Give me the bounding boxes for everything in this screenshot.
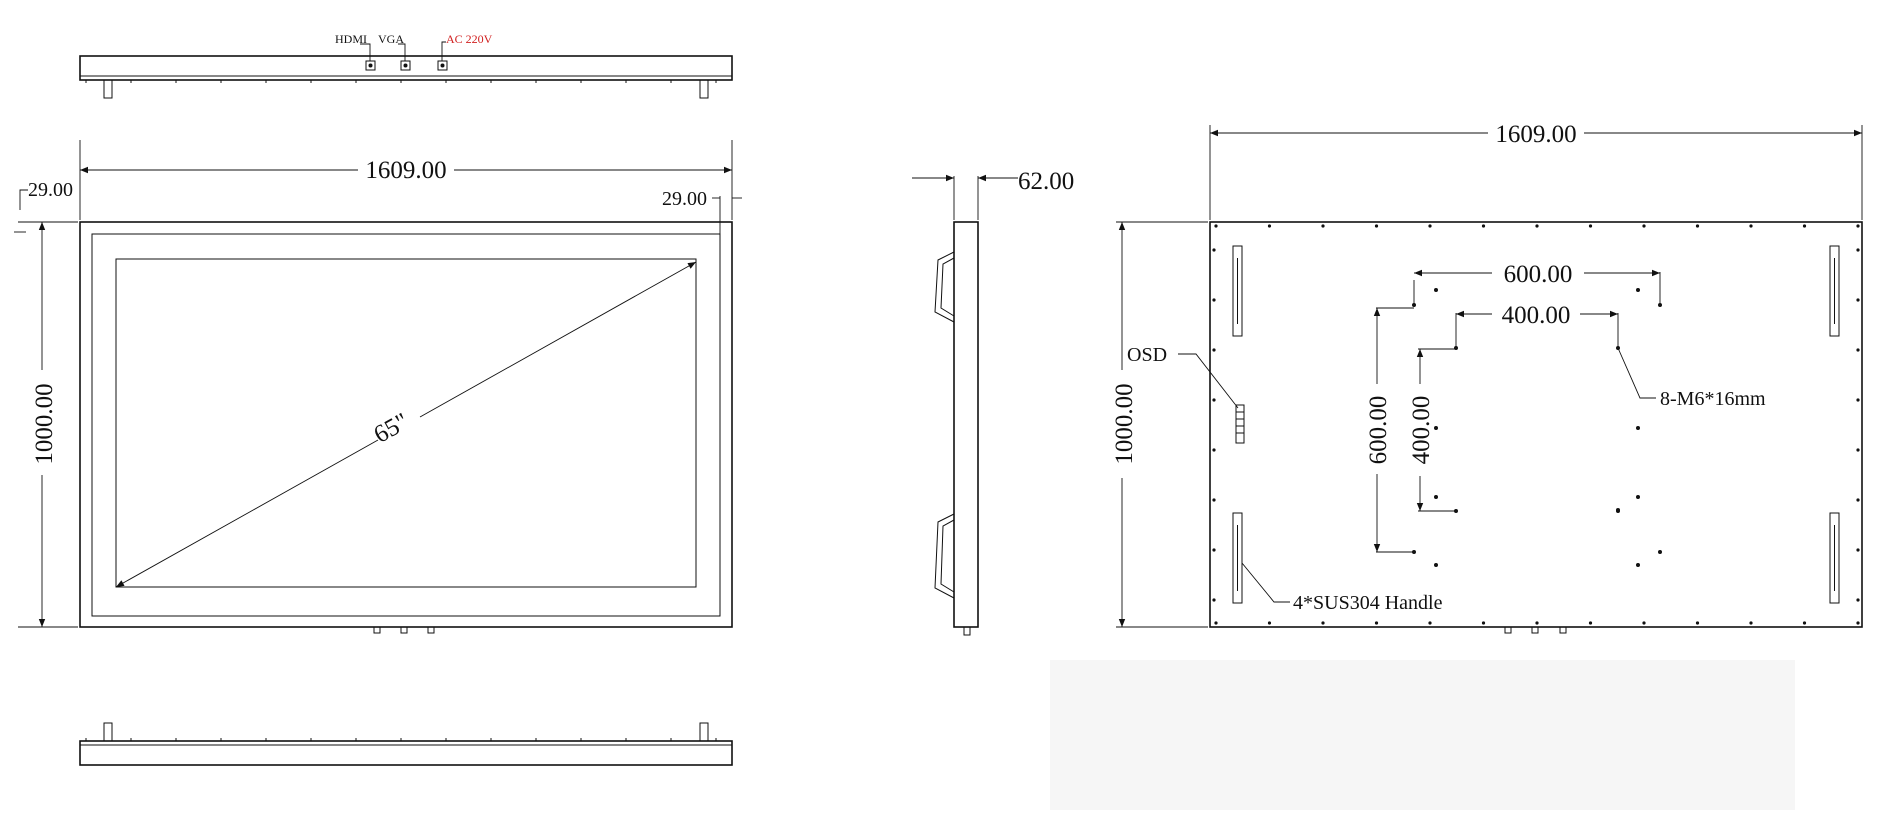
depth-label: 62.00 [1018, 168, 1074, 195]
perimeter-screw-hole [1535, 621, 1539, 625]
perimeter-screw-hole [1481, 224, 1486, 228]
top-view: HDMI VGA AC 220V [79, 32, 733, 99]
vesa-mount-hole [1434, 426, 1438, 430]
handle-bottom-right [1829, 512, 1840, 604]
ac-220v-label: AC 220V [446, 32, 493, 46]
perimeter-screw-hole [1321, 621, 1325, 625]
background-smudge [1050, 660, 1795, 810]
perimeter-screw-hole [1212, 298, 1216, 302]
perimeter-screw-hole [1856, 398, 1860, 402]
perimeter-screw-hole [1856, 248, 1860, 252]
perimeter-screw-hole [1374, 621, 1379, 625]
perimeter-screw-hole [1802, 621, 1807, 625]
vesa-inner-height-label: 400.00 [1408, 396, 1435, 465]
bottom-view [79, 722, 733, 766]
perimeter-screw-hole [1588, 224, 1593, 228]
perimeter-screw-hole [1535, 224, 1539, 228]
vesa-mount-hole [1616, 346, 1620, 350]
perimeter-screw-hole [1428, 224, 1432, 228]
perimeter-screw-hole [1588, 621, 1593, 625]
osd-label: OSD [1127, 344, 1167, 366]
perimeter-screw-hole [1695, 621, 1700, 625]
perimeter-screw-hole [1212, 498, 1216, 502]
perimeter-screw-hole [1802, 224, 1807, 228]
vesa-mount-hole [1454, 346, 1458, 350]
perimeter-screw-hole [1212, 448, 1216, 452]
vesa-mount-hole [1636, 563, 1640, 567]
perimeter-screw-hole [1749, 621, 1753, 625]
perimeter-screw-hole [1856, 448, 1860, 452]
perimeter-screw-hole [1856, 298, 1860, 302]
perimeter-screw-hole [1212, 548, 1216, 552]
perimeter-screw-hole [1212, 398, 1216, 402]
front-height-label: 1000.00 [31, 383, 58, 464]
handle-spec-label: 4*SUS304 Handle [1293, 592, 1443, 614]
perimeter-screw-hole [1212, 598, 1216, 602]
handle-bottom-left [1232, 512, 1243, 604]
perimeter-screw-hole [1856, 224, 1860, 228]
perimeter-screw-hole [1749, 224, 1753, 228]
vesa-outer-height-label: 600.00 [1365, 396, 1392, 465]
diagonal-size-label: 65" [369, 408, 413, 449]
front-view: 65" 1609.00 1000.00 29.00 29.00 [14, 140, 742, 634]
bezel-right-label: 29.00 [662, 188, 707, 210]
vesa-mount-hole [1658, 303, 1662, 307]
handle-top-right [1829, 245, 1840, 337]
perimeter-screw-hole [1642, 621, 1646, 625]
vesa-mount-hole [1434, 288, 1438, 292]
vesa-mount-hole [1636, 288, 1640, 292]
perimeter-screw-hole [1212, 248, 1216, 252]
perimeter-screw-hole [1695, 224, 1700, 228]
rear-width-label: 1609.00 [1495, 121, 1576, 148]
vesa-outer-width-label: 600.00 [1504, 261, 1573, 288]
perimeter-screw-hole [1856, 621, 1860, 625]
perimeter-screw-hole [1214, 224, 1218, 228]
perimeter-screw-hole [1267, 621, 1272, 625]
vesa-mount-hole [1636, 495, 1640, 499]
perimeter-screw-hole [1267, 224, 1272, 228]
perimeter-screw-hole [1856, 498, 1860, 502]
vesa-mount-hole [1412, 550, 1416, 554]
osd-buttons [1235, 404, 1245, 444]
perimeter-screw-hole [1856, 548, 1860, 552]
vesa-mount-hole [1412, 303, 1416, 307]
perimeter-screw-hole [1428, 621, 1432, 625]
front-width-label: 1609.00 [365, 157, 446, 184]
rear-height-label: 1000.00 [1111, 383, 1138, 464]
bezel-left-label: 29.00 [28, 179, 73, 201]
perimeter-screw-hole [1374, 224, 1379, 228]
connector-hdmi [365, 60, 376, 71]
screw-spec-label: 8-M6*16mm [1660, 388, 1766, 410]
vesa-mount-hole [1636, 426, 1640, 430]
hdmi-label: HDMI [335, 32, 367, 46]
perimeter-screw-hole [1321, 224, 1325, 228]
vga-label: VGA [378, 32, 404, 46]
perimeter-screw-hole [1642, 224, 1646, 228]
bottom-connectors [373, 626, 435, 634]
handle-top-left [1232, 245, 1243, 337]
connector-vga [400, 60, 411, 71]
vesa-mount-hole [1434, 495, 1438, 499]
vesa-mount-hole [1616, 508, 1620, 512]
perimeter-screw-hole [1214, 621, 1218, 625]
perimeter-screw-hole [1481, 621, 1486, 625]
perimeter-screw-hole [1856, 598, 1860, 602]
connector-ac [437, 60, 448, 71]
perimeter-screw-hole [1856, 348, 1860, 352]
rear-view: 1609.00 1000.00 [1111, 121, 1863, 634]
vesa-mount-hole [1434, 563, 1438, 567]
vesa-mount-hole [1658, 550, 1662, 554]
vesa-inner-width-label: 400.00 [1502, 302, 1571, 329]
vesa-mount-hole [1454, 509, 1458, 513]
perimeter-screw-hole [1212, 348, 1216, 352]
side-view: 62.00 [912, 168, 1074, 636]
